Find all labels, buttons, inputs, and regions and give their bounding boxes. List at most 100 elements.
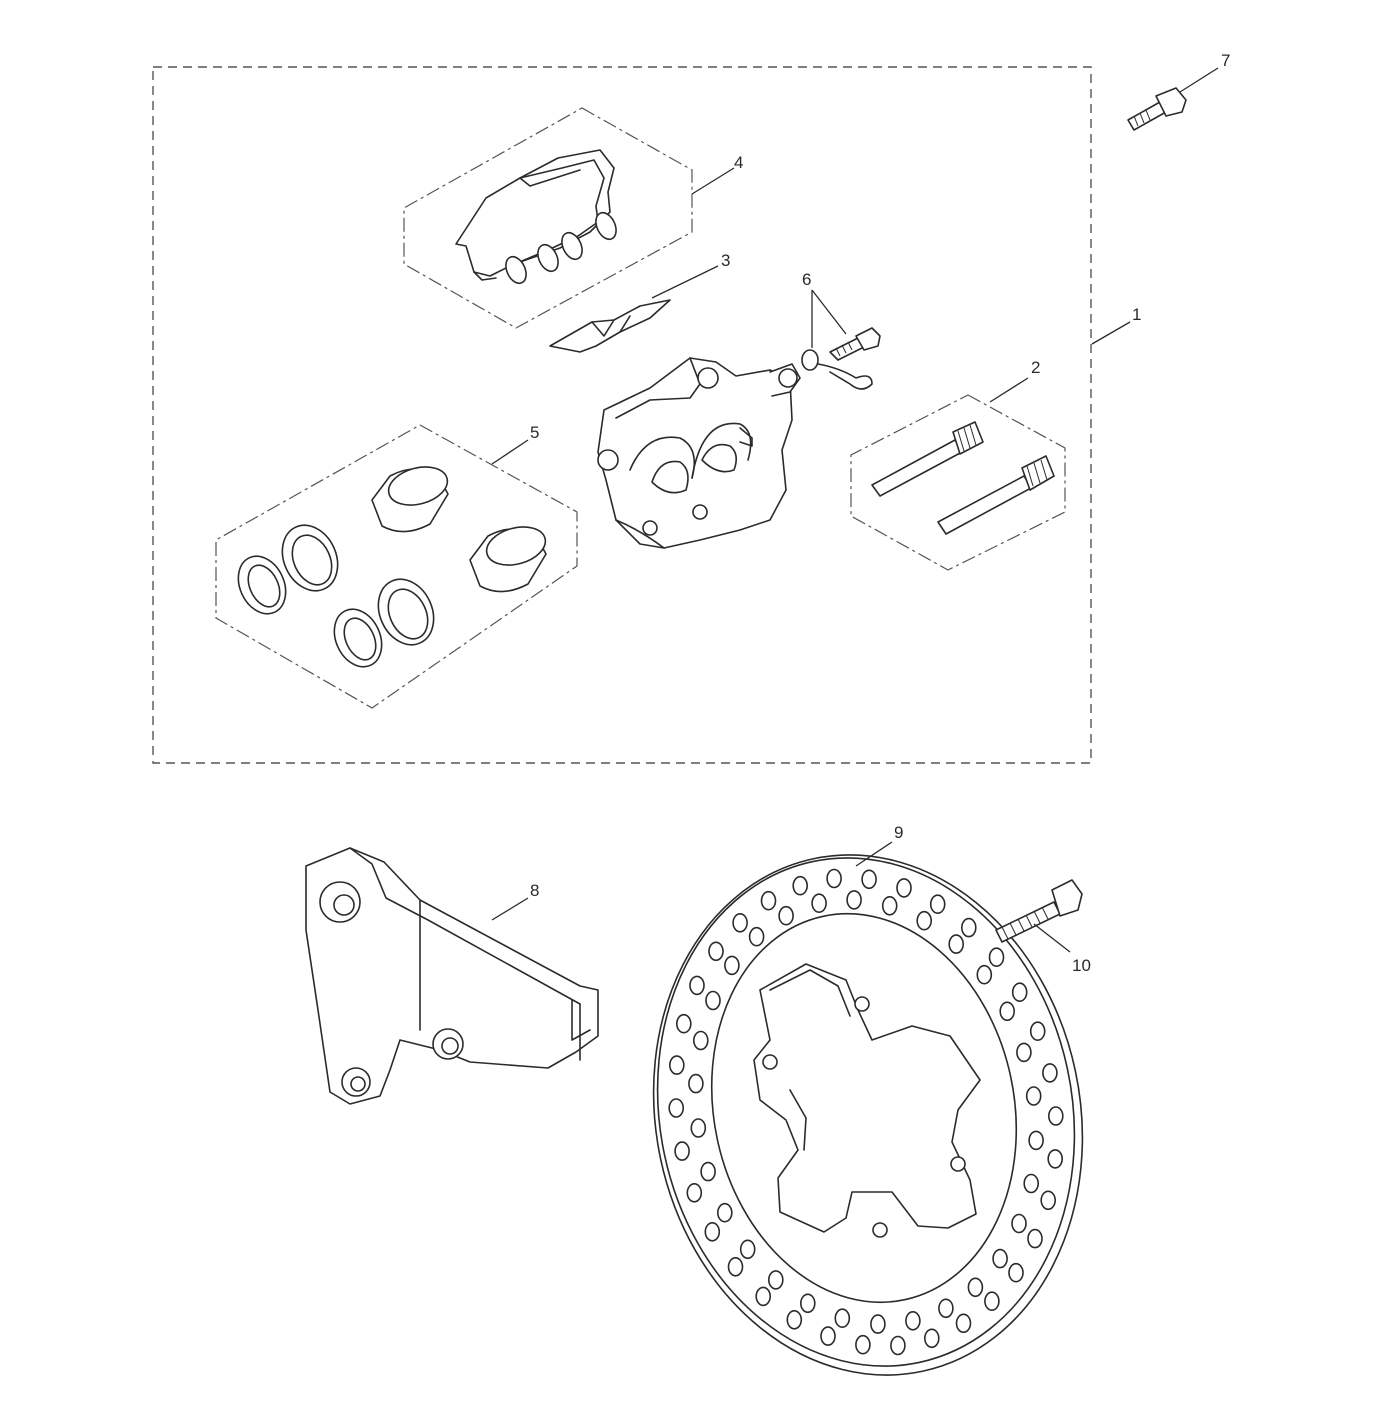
caliper-kit-boundary <box>152 66 1092 764</box>
vent-hole <box>948 934 965 954</box>
vent-hole <box>668 1055 685 1075</box>
caliper-bolt-part <box>1127 87 1187 131</box>
vent-hole <box>834 1308 851 1328</box>
vent-hole <box>786 1310 803 1330</box>
leader-line-3 <box>651 265 719 299</box>
vent-hole <box>967 1277 984 1298</box>
vent-hole <box>929 894 946 915</box>
vent-hole <box>1042 1063 1058 1083</box>
vent-hole <box>686 1183 703 1203</box>
vent-hole <box>1023 1173 1039 1194</box>
vent-hole <box>955 1313 972 1334</box>
piston-seal-kit-boundary <box>215 424 578 709</box>
vent-hole <box>1040 1190 1056 1211</box>
vent-hole <box>724 955 740 976</box>
brake-pads-part <box>455 149 617 285</box>
vent-hole <box>692 1030 709 1051</box>
vent-hole <box>861 869 877 890</box>
leader-line-4 <box>691 167 735 195</box>
vent-hole <box>1011 1213 1027 1234</box>
vent-hole <box>668 1098 685 1118</box>
piston <box>371 466 449 533</box>
callout-1: 1 <box>1132 305 1141 324</box>
callout-10: 10 <box>1072 956 1091 975</box>
leader-line-8 <box>491 897 529 921</box>
vent-hole <box>1027 1228 1043 1249</box>
leader-line-2 <box>989 377 1029 403</box>
pistons-seals-part <box>237 466 547 668</box>
callout-3: 3 <box>721 251 730 270</box>
vent-hole <box>704 1222 721 1242</box>
brake-pad-kit-boundary <box>403 107 693 329</box>
vent-hole <box>1028 1130 1044 1151</box>
vent-hole <box>675 1013 692 1034</box>
vent-hole <box>999 1001 1016 1022</box>
piston <box>469 526 547 593</box>
vent-hole <box>811 893 827 914</box>
vent-hole <box>1047 1149 1063 1169</box>
vent-hole <box>1029 1021 1046 1041</box>
callout-5: 5 <box>530 423 539 442</box>
vent-hole <box>674 1141 690 1161</box>
vent-hole <box>767 1270 784 1290</box>
leader-line-6b <box>811 289 847 335</box>
vent-hole <box>855 1334 871 1355</box>
vent-hole <box>760 890 777 911</box>
vent-hole <box>846 890 862 910</box>
callout-6: 6 <box>802 270 811 289</box>
vent-hole <box>916 910 933 931</box>
vent-hole <box>890 1335 906 1356</box>
anti-rattle-spring-part <box>549 299 671 353</box>
vent-hole <box>708 941 724 962</box>
vent-hole <box>727 1257 744 1277</box>
vent-hole <box>826 868 842 889</box>
seal <box>377 578 435 646</box>
vent-hole <box>988 947 1005 968</box>
caliper-body-part <box>597 357 801 549</box>
slide-pin-kit-boundary <box>850 394 1066 571</box>
callout-9: 9 <box>894 823 903 842</box>
leader-line-1 <box>1091 321 1131 345</box>
leader-line-5 <box>491 439 529 465</box>
vent-hole <box>705 990 721 1011</box>
vent-hole <box>984 1291 1000 1311</box>
leader-line-7 <box>1179 67 1219 93</box>
vent-hole <box>938 1298 954 1319</box>
vent-hole <box>732 912 748 933</box>
vent-hole <box>870 1314 886 1334</box>
vent-hole <box>905 1311 921 1331</box>
slide-pins-part <box>871 421 1055 535</box>
callout-4: 4 <box>734 153 743 172</box>
vent-hole <box>1008 1262 1024 1283</box>
bleed-valve-part <box>801 327 881 390</box>
caliper-bracket-part <box>305 847 599 1105</box>
vent-hole <box>792 875 809 896</box>
vent-hole <box>1016 1042 1032 1063</box>
vent-hole <box>820 1326 836 1346</box>
brake-disc-part <box>652 854 1084 1376</box>
vent-hole <box>960 917 977 938</box>
callout-2: 2 <box>1031 358 1040 377</box>
disc-vent-holes <box>668 868 1064 1356</box>
disc-bolt-part <box>995 879 1083 943</box>
vent-hole <box>799 1293 816 1314</box>
vent-hole <box>739 1239 756 1260</box>
vent-hole <box>923 1328 940 1349</box>
vent-hole <box>1048 1106 1064 1126</box>
vent-hole <box>778 905 794 926</box>
leader-line-9 <box>855 841 893 867</box>
vent-hole <box>700 1161 716 1182</box>
leader-line-10 <box>1033 923 1071 953</box>
vent-hole <box>976 964 993 985</box>
seal <box>281 524 339 592</box>
vent-hole <box>689 975 705 996</box>
vent-hole <box>896 878 912 898</box>
vent-hole <box>992 1248 1008 1269</box>
callout-8: 8 <box>530 881 539 900</box>
vent-hole <box>1011 982 1028 1003</box>
vent-hole <box>690 1118 707 1138</box>
callout-7: 7 <box>1221 51 1230 70</box>
vent-hole <box>716 1202 733 1223</box>
vent-hole <box>1025 1086 1042 1106</box>
